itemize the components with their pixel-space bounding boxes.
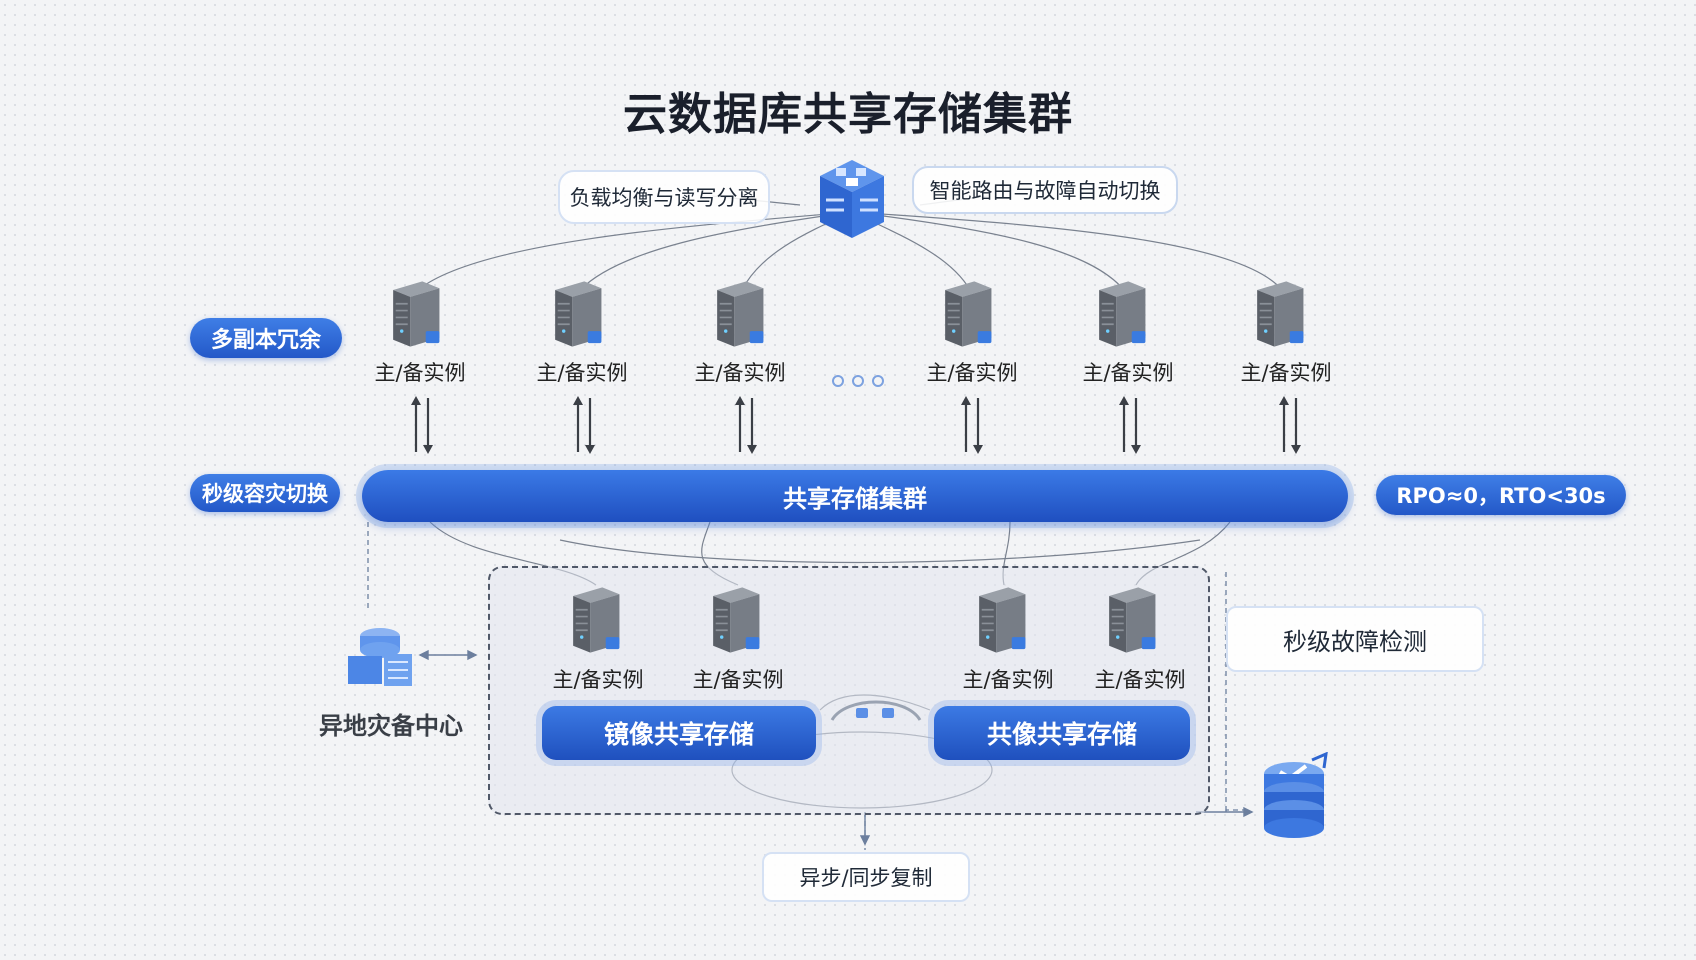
server-icon: [388, 272, 448, 354]
diagram-title: 云数据库共享存储集群: [623, 89, 1073, 140]
shared-image-storage-block: 共像共享存储: [934, 706, 1190, 760]
bidirectional-arrow-icon: [564, 394, 604, 456]
rpo-rto-badge: RPO≈0，RTO<30s: [1376, 475, 1626, 515]
server-icon: [550, 272, 610, 354]
mirror-storage-block: 镜像共享存储: [542, 706, 816, 760]
instance-label: 主/备实例: [552, 668, 644, 692]
bidirectional-arrow-icon: [726, 394, 766, 456]
more-dots-icon: [828, 372, 888, 391]
backup-database-icon: [344, 622, 418, 692]
instance-label: 主/备实例: [962, 668, 1054, 692]
redundancy-badge: 多副本冗余: [190, 318, 342, 358]
instance-label: 主/备实例: [1094, 668, 1186, 692]
server-icon: [1252, 272, 1312, 354]
bidirectional-arrow-icon: [952, 394, 992, 456]
router-cube-icon: [812, 154, 892, 242]
server-icon: [940, 272, 1000, 354]
database-sync-icon: [1254, 751, 1338, 850]
load-balance-label: 负载均衡与读写分离: [558, 170, 770, 224]
server-icon: [568, 578, 628, 660]
detection-label: 秒级故障检测: [1226, 606, 1484, 672]
server-icon: [974, 578, 1034, 660]
routing-label: 智能路由与故障自动切换: [912, 166, 1178, 214]
failover-badge: 秒级容灾切换: [190, 474, 340, 512]
server-icon: [1104, 578, 1164, 660]
bidirectional-arrow-icon: [1110, 394, 1150, 456]
instance-label: 主/备实例: [692, 668, 784, 692]
server-icon: [1094, 272, 1154, 354]
shared-storage-bar: 共享存储集群: [362, 470, 1348, 522]
instance-label: 主/备实例: [1082, 361, 1174, 385]
server-icon: [712, 272, 772, 354]
instance-label: 主/备实例: [694, 361, 786, 385]
bidirectional-arrow-icon: [1270, 394, 1310, 456]
instance-label: 主/备实例: [926, 361, 1018, 385]
instance-label: 主/备实例: [1240, 361, 1332, 385]
server-icon: [708, 578, 768, 660]
sync-link-icon: [826, 690, 926, 730]
instance-label: 主/备实例: [536, 361, 628, 385]
instance-label: 主/备实例: [374, 361, 466, 385]
remote-backup-label: 异地灾备中心: [319, 712, 463, 740]
bidirectional-arrow-icon: [402, 394, 442, 456]
replication-label: 异步/同步复制: [762, 852, 970, 902]
